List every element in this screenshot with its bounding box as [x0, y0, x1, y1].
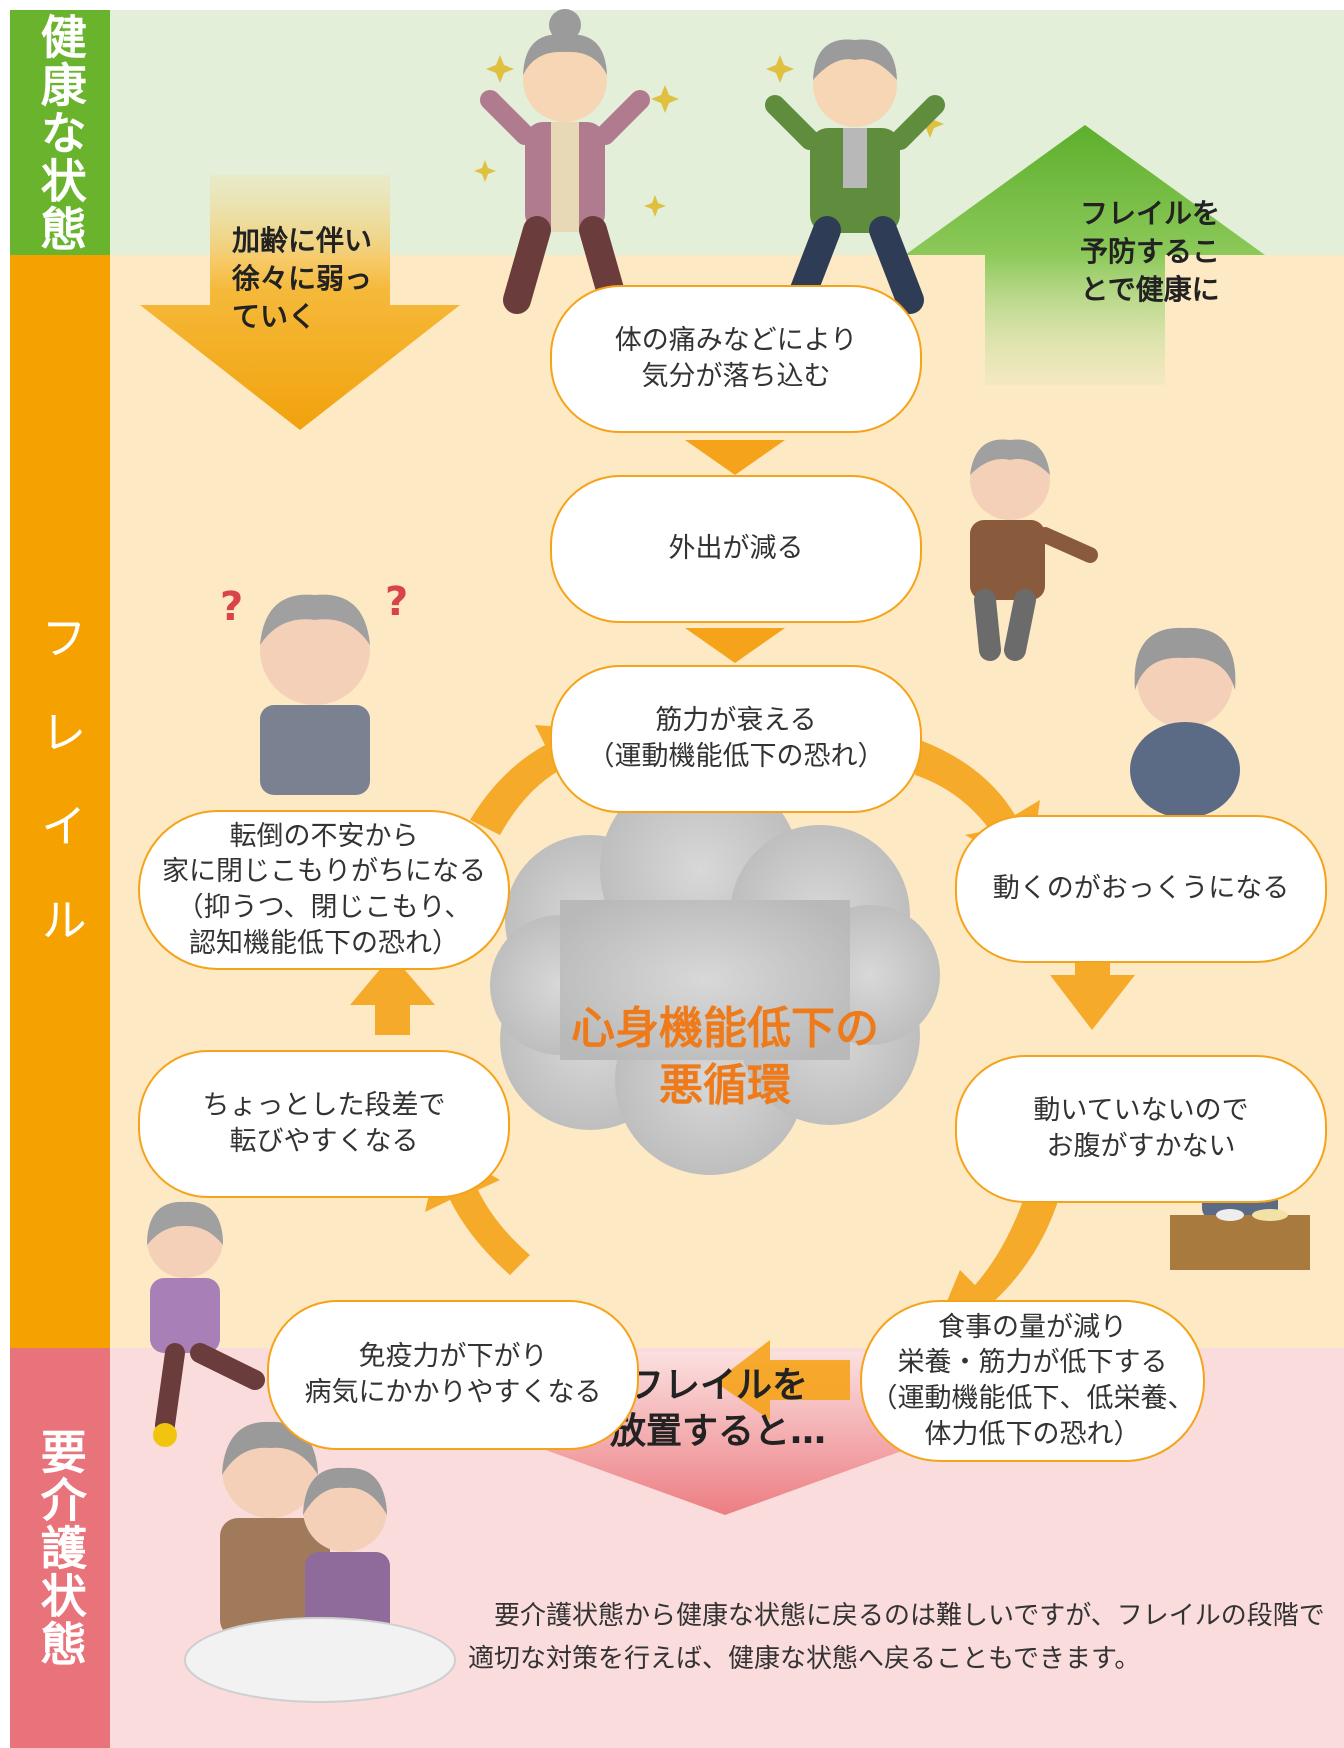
- cycle-step-9: 転倒の不安から 家に閉じこもりがちになる （抑うつ、閉じこもり、 認知機能低下の…: [138, 810, 510, 970]
- healthy-state-text: 健康な状態: [33, 12, 88, 253]
- tripping-elder-illustration: [147, 1201, 265, 1447]
- cycle-step-3: 筋力が衰える （運動機能低下の恐れ）: [550, 665, 922, 813]
- cycle-step-2: 外出が減る: [550, 475, 922, 623]
- cycle-arrow-8: [350, 955, 435, 1035]
- decline-arrow-label: 加齢に伴い 徐々に弱っ ていく: [232, 224, 373, 333]
- cycle-step-5: 動いていないので お腹がすかない: [955, 1055, 1327, 1203]
- cycle-arrow-6: [715, 1340, 850, 1420]
- healthy-state-label: 健康な状態: [10, 10, 110, 255]
- cycle-arrow-4: [1050, 945, 1135, 1030]
- cycle-step-8: ちょっとした段差で 転びやすくなる: [138, 1050, 510, 1198]
- sparkle-2: [651, 85, 679, 113]
- svg-text:?: ?: [220, 584, 243, 630]
- cycle-step-4: 動くのがおっくうになる: [955, 815, 1327, 963]
- prevent-arrow-label: フレイルを 予防するこ とで健康に: [1080, 197, 1221, 306]
- prevent-arrow: [905, 125, 1265, 385]
- sparkle-5: [474, 160, 496, 182]
- frail-state-label: フレイル: [10, 255, 110, 1348]
- neglect-arrow-label: フレイルを 放置すると…: [610, 1365, 827, 1453]
- cycle-arrow-1: [685, 440, 785, 475]
- cycle-center-label: 心身機能低下の 悪循環: [571, 1003, 879, 1112]
- cycle-arrow-2: [685, 628, 785, 663]
- healthy-grandmother-illustration: [480, 9, 650, 314]
- confused-elder-illustration: ? ?: [220, 579, 408, 795]
- care-state-label: 要介護状態: [10, 1348, 110, 1748]
- cycle-step-7: 免疫力が下がり 病気にかかりやすくなる: [267, 1300, 639, 1450]
- cycle-step-1: 体の痛みなどにより 気分が落ち込む: [550, 285, 922, 433]
- decline-arrow: [140, 175, 460, 430]
- sighing-elder-illustration: [1130, 627, 1240, 818]
- healthy-grandfather-illustration: [765, 39, 945, 314]
- care-state-text: 要介護状態: [33, 1428, 88, 1668]
- care-note: 要介護状態から健康な状態に戻るのは難しいですが、フレイルの段階で適切な対策を行え…: [468, 1601, 1325, 1674]
- sparkle-1: [486, 55, 514, 83]
- center-cloud: [490, 770, 940, 1175]
- svg-text:?: ?: [385, 579, 408, 625]
- wobbly-elder-illustration: [970, 439, 1098, 661]
- cycle-arrow-5: [935, 1180, 1060, 1330]
- sparkle-6: [644, 195, 666, 217]
- care-couple-illustration: [184, 1421, 456, 1703]
- frail-state-text: フレイル: [33, 613, 88, 990]
- sparkle-3: [766, 55, 794, 83]
- cycle-step-6: 食事の量が減り 栄養・筋力が低下する （運動機能低下、低栄養、 体力低下の恐れ）: [860, 1300, 1205, 1462]
